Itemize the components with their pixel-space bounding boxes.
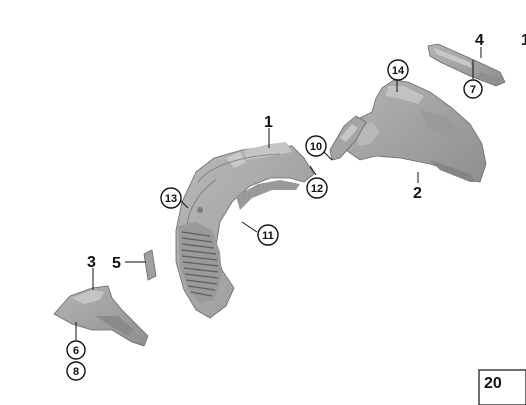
part-wheel-arch-liner-2	[345, 79, 487, 183]
label-1: 1	[264, 114, 273, 131]
label-5: 5	[112, 255, 121, 272]
part-pad-5	[143, 249, 157, 281]
label-4: 4	[475, 32, 484, 49]
part-bracket-3	[53, 285, 149, 347]
label-8-text: 8	[73, 366, 79, 378]
label-edge-1: 1	[521, 32, 526, 49]
label-7: 7	[463, 79, 483, 99]
part-strip-4	[427, 43, 506, 87]
label-11: 11	[257, 224, 279, 246]
label-12-text: 12	[311, 183, 323, 195]
part-bracket-10	[329, 115, 367, 161]
label-14: 14	[387, 59, 409, 81]
label-14-text: 14	[392, 65, 405, 77]
label-13-text: 13	[165, 193, 177, 205]
label-8: 8	[66, 361, 86, 381]
grille-ribs	[178, 222, 222, 304]
label-11-text: 11	[262, 230, 274, 242]
label-6: 6	[66, 340, 86, 360]
label-20: 20	[478, 369, 526, 405]
part-wheel-arch-liner-1	[175, 142, 315, 319]
label-10: 10	[305, 135, 327, 157]
leader-lines	[75, 47, 482, 340]
label-6-text: 6	[73, 345, 79, 357]
label-2: 2	[413, 185, 422, 202]
label-13: 13	[160, 187, 182, 209]
label-12: 12	[306, 177, 328, 199]
label-7-text: 7	[470, 84, 476, 96]
label-3: 3	[87, 254, 96, 271]
label-10-text: 10	[310, 141, 322, 153]
label-20-text: 20	[484, 375, 502, 392]
